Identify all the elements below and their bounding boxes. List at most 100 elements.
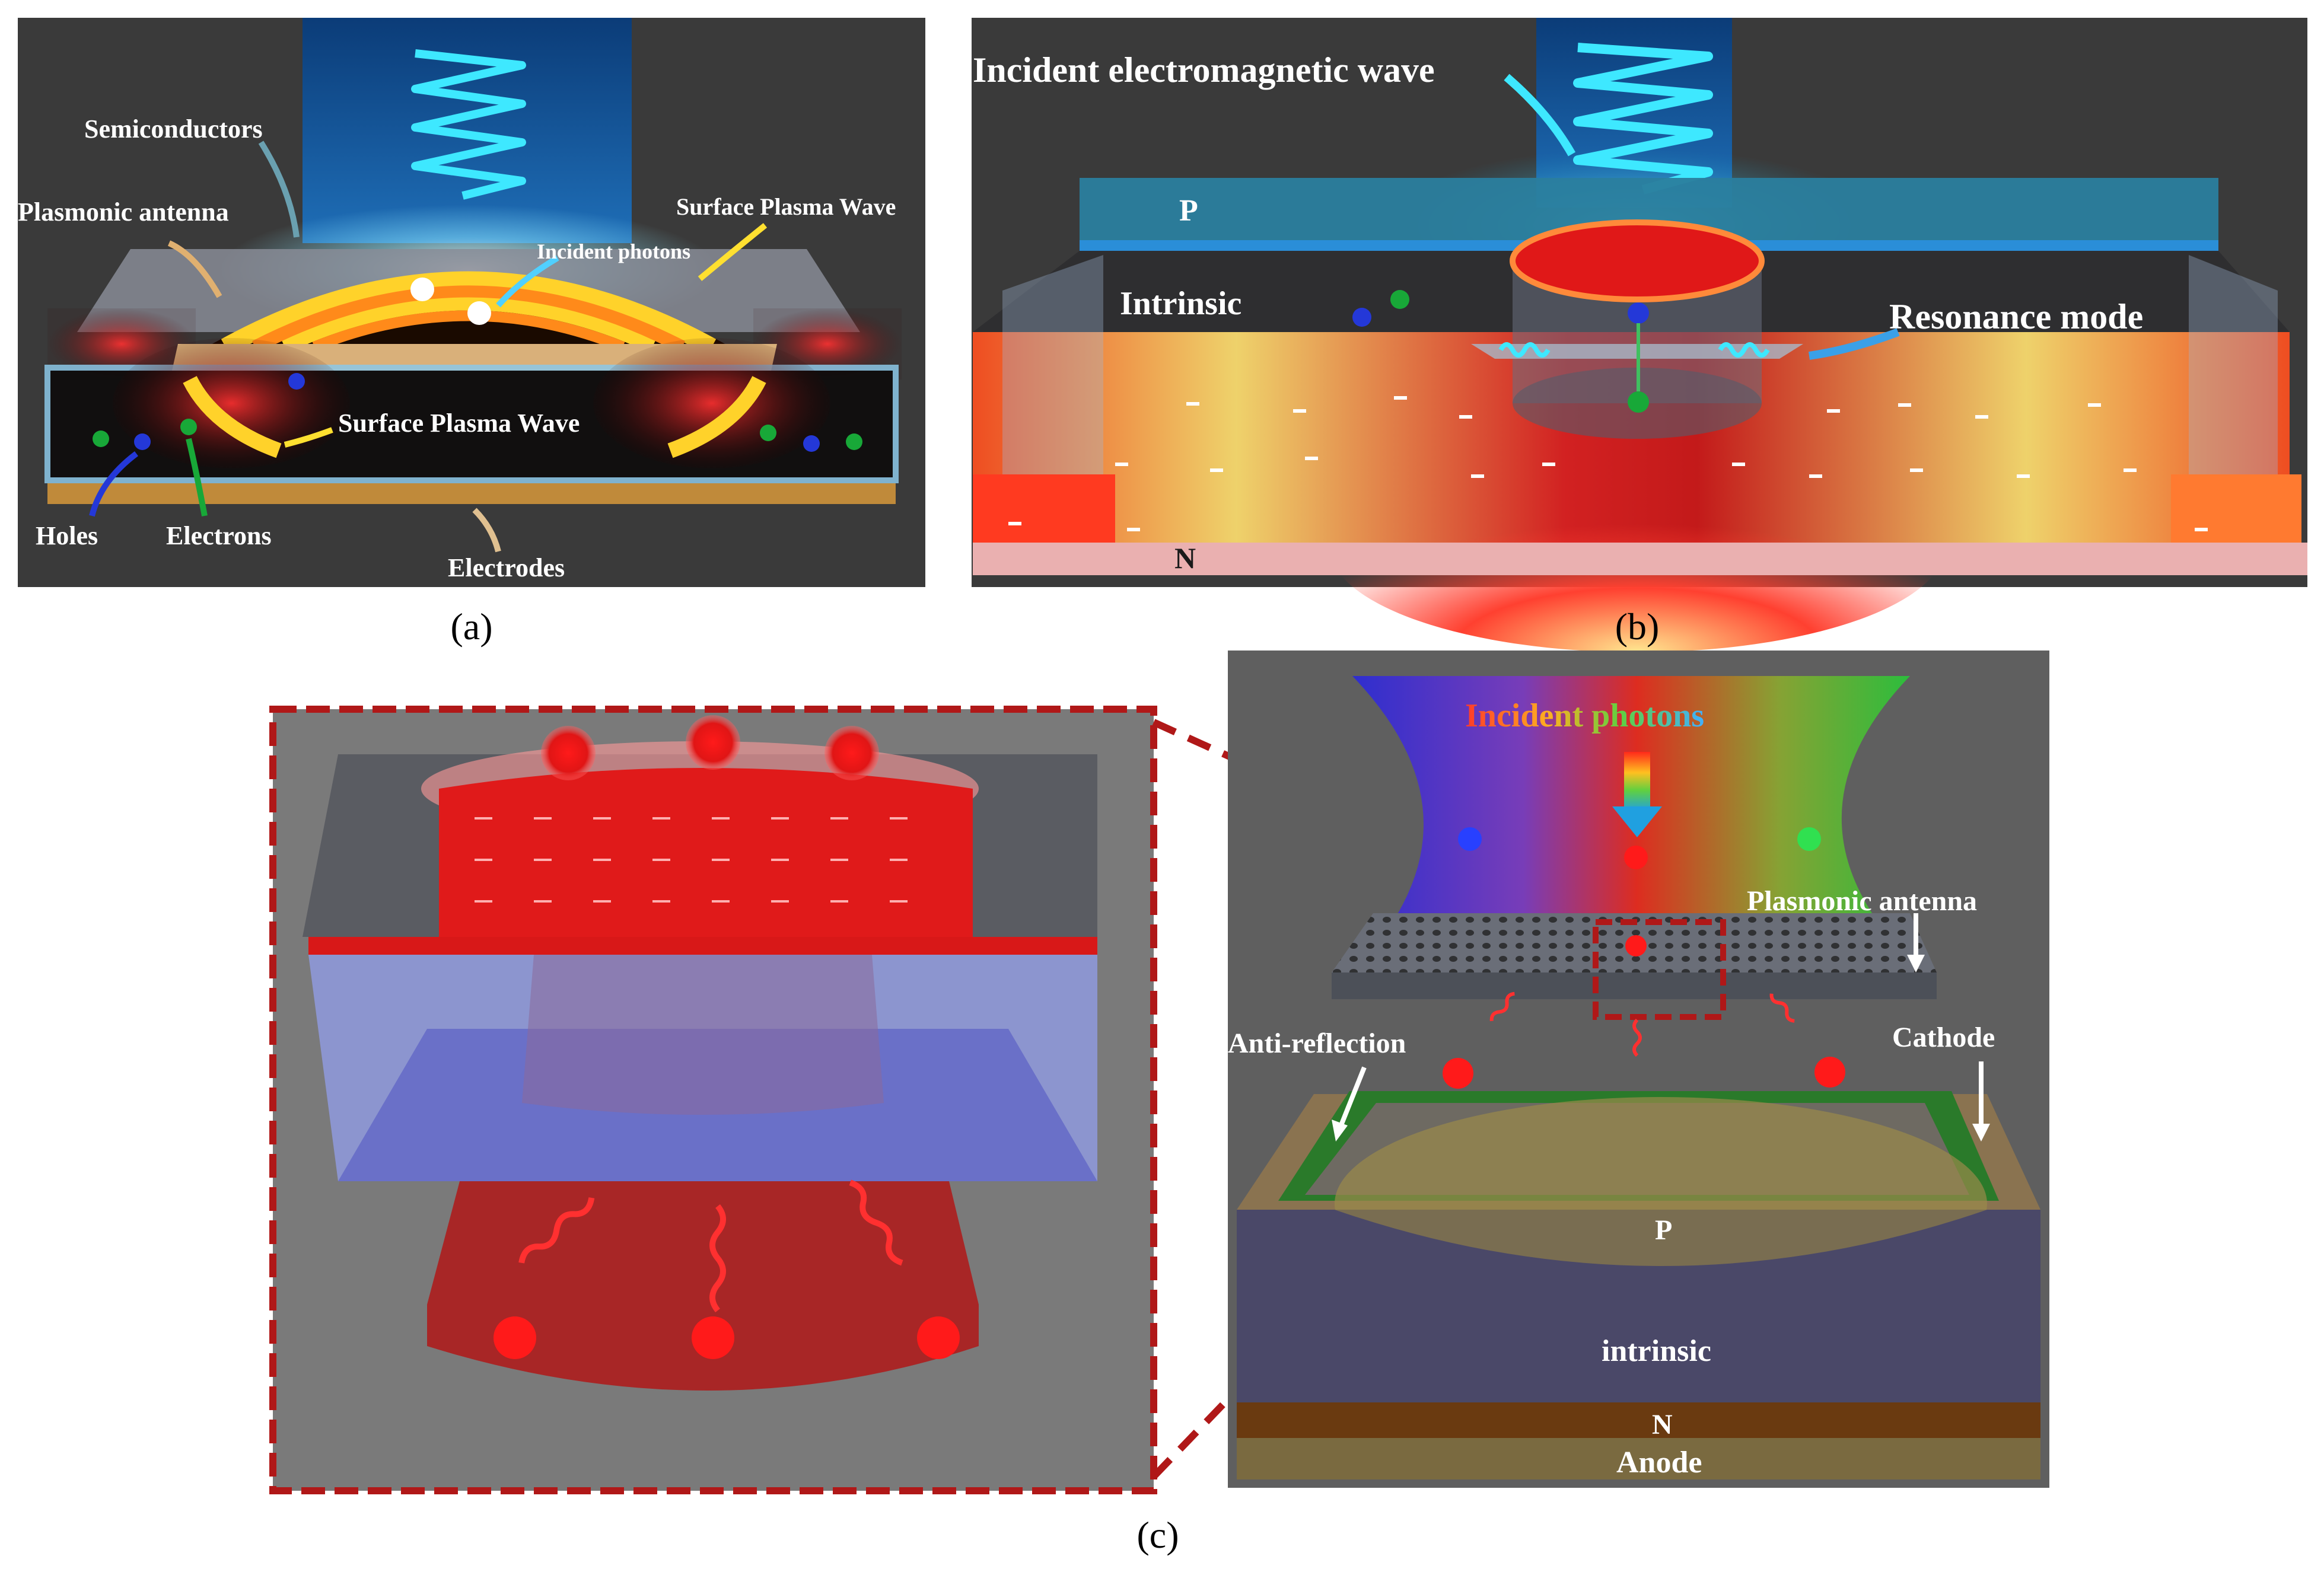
inset-red-emission: [427, 1181, 979, 1391]
label-incident-wave: Incident electromagnetic wave: [973, 50, 1435, 90]
caption-b: (b): [1615, 605, 1660, 648]
caption-c: (c): [1136, 1514, 1179, 1556]
p-layer-top: [1080, 178, 2218, 249]
label-plasmonic-antenna: Plasmonic antenna: [1747, 885, 1977, 917]
emission-wiggle-left: [1489, 991, 1515, 1022]
resonance-wave-right: [1718, 342, 1770, 358]
inset-cone: [522, 955, 884, 1115]
field-arrows: [1008, 396, 2208, 531]
arrow-anti-reflection: [1338, 1066, 1367, 1128]
transparent-side-left: [1002, 255, 1103, 522]
hole-carrier-center: [1628, 302, 1649, 324]
emitted-photon-left: [1443, 1058, 1473, 1089]
electron-carrier-3: [760, 425, 776, 441]
arrow-holes: [89, 451, 139, 517]
label-surface-plasma-wave-top: Surface Plasma Wave: [676, 193, 896, 220]
arrow-incident-photons: [496, 255, 559, 308]
n-layer: [1237, 1402, 2040, 1438]
electron-carrier-2: [180, 419, 197, 435]
inset-red-strip: [308, 937, 1097, 955]
incident-photon-2: [467, 301, 491, 325]
label-resonance-mode: Resonance mode: [1889, 297, 2143, 336]
heat-corner-right: [2171, 474, 2301, 546]
n-layer: [973, 543, 2307, 575]
label-cathode: Cathode: [1892, 1022, 1995, 1053]
incident-wave-zigzag: [411, 49, 526, 200]
arrow-resonance-mode: [1809, 328, 1900, 360]
inset-wiggle-1: [518, 1197, 595, 1264]
inset-red-field: [439, 768, 973, 937]
arrow-electrons: [186, 438, 208, 516]
photon-antenna: [1625, 935, 1647, 956]
transparent-side-right: [2189, 255, 2278, 522]
resonator-top-face: [1510, 219, 1765, 302]
arrow-incident-wave: [1504, 74, 1576, 157]
arrow-anti-reflection-head: [1332, 1120, 1348, 1141]
heat-glow-right: [593, 338, 830, 468]
label-incident-photons: Incident photons: [1465, 697, 1704, 734]
electron-carrier-1: [93, 431, 109, 447]
incident-arrow-head: [1612, 806, 1662, 837]
arrow-plasmonic-antenna: [167, 240, 222, 298]
incident-wave-zigzag: [1573, 43, 1713, 194]
label-p: P: [1655, 1214, 1672, 1246]
surface-wave-arc-left: [183, 375, 282, 458]
label-intrinsic: Intrinsic: [1120, 285, 1241, 322]
inset-wiggle-3: [849, 1179, 903, 1266]
p-region-front: [1335, 1210, 1987, 1266]
label-electrodes: Electrodes: [448, 553, 565, 582]
electron-carrier-center: [1628, 391, 1649, 413]
arrow-cathode-head: [1972, 1124, 1990, 1141]
photon-red: [1624, 846, 1648, 869]
label-n: N: [1652, 1409, 1673, 1440]
emission-wiggle-center: [1632, 1018, 1642, 1057]
heat-corner-left: [973, 474, 1115, 546]
antenna-zoom-box: [1593, 919, 1726, 1020]
electron-carrier-4: [846, 433, 862, 450]
resonance-wave-left: [1498, 342, 1551, 358]
label-incident-photons: Incident photons: [537, 240, 690, 263]
label-plasmonic-antenna: Plasmonic antenna: [18, 197, 229, 227]
panel-c: Incident photons Plasmonic antenna Anti-…: [269, 651, 2049, 1494]
hole-carrier-left: [1352, 308, 1371, 327]
surface-wave-ring-3: [282, 297, 655, 353]
hole-carrier-1: [288, 373, 305, 390]
photon-blue: [1458, 827, 1482, 851]
incident-arrow-shaft: [1624, 752, 1650, 811]
surface-wave-ring-1: [221, 271, 717, 355]
inset-field-dashes: [475, 817, 908, 903]
antenna-plate-edge: [1332, 972, 1937, 999]
heat-glow-left: [113, 338, 350, 468]
label-intrinsic: intrinsic: [1602, 1334, 1711, 1368]
arrow-surface-wave-top: [698, 223, 768, 281]
label-electrons: Electrons: [166, 521, 272, 550]
hole-carrier-2: [134, 433, 151, 450]
label-anode: Anode: [1616, 1446, 1702, 1479]
surface-wave-ring-2: [251, 285, 686, 353]
arrow-surface-wave-mid: [284, 427, 333, 448]
label-semiconductors: Semiconductors: [84, 114, 263, 144]
inset-photon-top-1: [541, 726, 596, 780]
incident-photon-1: [410, 278, 434, 301]
hole-carrier-3: [803, 435, 820, 452]
zoom-inset-frame: [269, 706, 1157, 1494]
photon-green: [1797, 827, 1821, 851]
emission-wiggle-right: [1769, 993, 1795, 1023]
inset-photon-bottom-2: [692, 1316, 734, 1359]
label-holes: Holes: [36, 521, 98, 550]
arrow-semiconductors: [258, 141, 300, 238]
electrode-bar: [47, 483, 896, 504]
inset-photon-top-2: [686, 715, 740, 770]
label-n: N: [1174, 541, 1196, 575]
surface-wave-arc-right: [667, 375, 766, 458]
caption-a: (a): [450, 605, 492, 648]
label-surface-plasma-wave-mid: Surface Plasma Wave: [338, 409, 580, 438]
emitted-photon-right: [1814, 1057, 1845, 1088]
inset-wiggle-2: [709, 1204, 726, 1313]
inset-photon-top-3: [824, 726, 879, 780]
inset-photon-bottom-1: [494, 1316, 536, 1359]
anode-layer: [1237, 1438, 2040, 1479]
inset-photon-bottom-3: [917, 1316, 960, 1359]
panel-b: Incident electromagnetic wave P Intrinsi…: [972, 18, 2307, 652]
